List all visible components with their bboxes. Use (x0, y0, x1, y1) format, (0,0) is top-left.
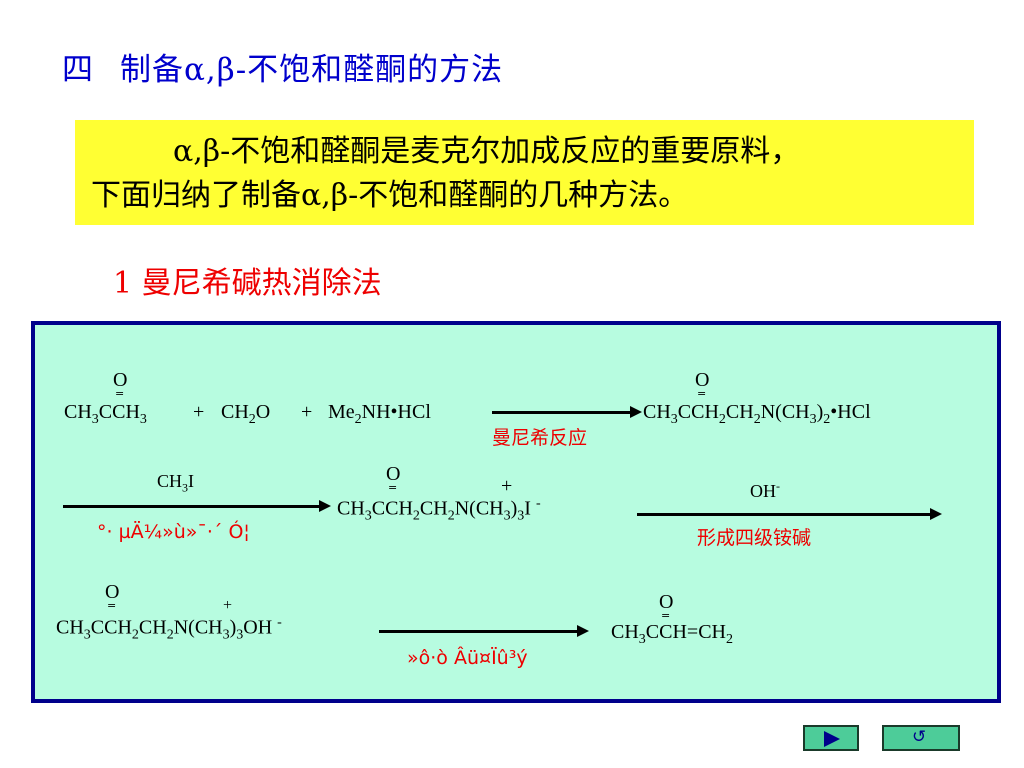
r2-reagent: CH3I (157, 471, 195, 495)
return-button[interactable]: ↺ (882, 725, 960, 751)
reaction-panel: O = CH3CCH3 + CH2O + Me2NH•HCl 曼尼希反应 O =… (31, 321, 1001, 703)
r1-oxygen-left: O (113, 369, 128, 391)
r1-reaction-arrow (492, 406, 642, 418)
r1-reactant-a: CH3CCH3 (64, 401, 147, 427)
r3-double-bond-product: = (661, 609, 671, 622)
r1-double-bond-right: = (697, 387, 707, 400)
title-number: 四 (62, 52, 94, 88)
r2-double-bond: = (388, 481, 398, 494)
r1-reactant-b: CH2O (221, 401, 271, 427)
next-slide-button[interactable] (803, 725, 859, 751)
r3-double-bond: = (107, 599, 117, 612)
r2-intermediate: CH3CCH2CH2N(CH3)3I - (337, 496, 541, 524)
r1-product: CH3CCH2CH2N(CH3)2•HCl (643, 401, 871, 427)
section-heading: 1 曼尼希碱热消除法 (113, 266, 382, 301)
title-text: 制备α,β-不饱和醛酮的方法 (120, 52, 504, 88)
r2-reagent-2: OH- (750, 479, 780, 501)
r3-charge: + (223, 597, 233, 614)
r3-reactant: CH3CCH2CH2N(CH3)3OH - (56, 615, 282, 643)
r2-reaction-arrow-1 (63, 500, 331, 512)
return-icon: ↺ (912, 727, 927, 747)
play-icon (824, 731, 840, 747)
r1-double-bond-left: = (115, 387, 125, 400)
slide-title: 四制备α,β-不饱和醛酮的方法 (62, 44, 503, 89)
r1-oxygen-right: O (695, 369, 710, 391)
r1-reactant-c: Me2NH•HCl (328, 401, 431, 427)
r2-arrow-label-2: 形成四级铵碱 (697, 527, 812, 549)
r2-oxygen: O (386, 463, 401, 485)
intro-line-1: α,β-不饱和醛酮是麦克尔加成反应的重要原料， (173, 134, 801, 169)
r3-oxygen-product: O (659, 591, 674, 613)
intro-box: α,β-不饱和醛酮是麦克尔加成反应的重要原料， 下面归纳了制备α,β-不饱和醛酮… (75, 120, 974, 225)
r2-reaction-arrow-2 (637, 508, 942, 520)
r1-plus-1: + (193, 401, 205, 423)
r3-reaction-arrow (379, 625, 589, 637)
r3-arrow-label-garbled: »ô·ò Âü¤Ïû³ý (407, 647, 528, 669)
r1-arrow-label: 曼尼希反应 (492, 427, 588, 449)
intro-line-2: 下面归纳了制备α,β-不饱和醛酮的几种方法。 (91, 178, 689, 213)
r3-oxygen: O (105, 581, 120, 603)
r3-product: CH3CCH=CH2 (611, 621, 733, 647)
r2-charge: + (501, 475, 513, 497)
r2-arrow-label-garbled: °· µÄ¼»ù»¯·´ Ó¦ (97, 521, 250, 543)
r1-plus-2: + (301, 401, 313, 423)
